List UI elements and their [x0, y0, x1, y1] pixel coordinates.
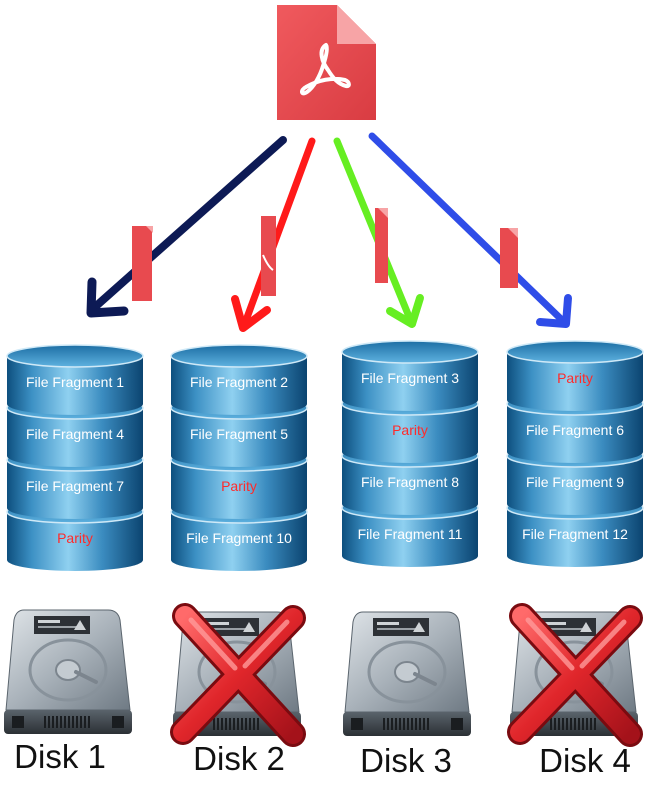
pdf-file-icon: [277, 5, 376, 120]
file-fragment-label: File Fragment 7: [26, 478, 124, 494]
arrow-to-disk-4: [368, 132, 572, 328]
fragment-segment: File Fragment 1: [6, 344, 144, 415]
hard-drive-icon: [343, 611, 471, 736]
disk-label-2: Disk 2: [193, 740, 285, 777]
parity-label: Parity: [221, 478, 257, 494]
arrow-to-disk-3: [333, 137, 424, 328]
file-fragment-label: File Fragment 2: [190, 374, 288, 390]
pdf-fragment-chip-1: [132, 226, 153, 301]
fragment-stack-disk-3: File Fragment 11 File Fragment 8 Parity Fil…: [341, 340, 479, 567]
fragment-segment: File Fragment 3: [341, 340, 479, 411]
arrow-to-disk-2: [231, 137, 316, 332]
file-fragment-label: File Fragment 10: [186, 530, 292, 546]
fragment-stack-disk-2: File Fragment 10 Parity File Fragment 5 Fil…: [170, 344, 308, 571]
fragment-segment: Parity: [506, 340, 644, 411]
arrow-to-disk-1: [86, 136, 287, 318]
file-fragment-label: File Fragment 4: [26, 426, 124, 442]
failed-drive-x-icon: [507, 603, 643, 747]
fragment-stack-disk-4: File Fragment 12 File Fragment 9 File Frag…: [506, 340, 644, 567]
failed-drive-x-icon: [170, 603, 306, 747]
file-fragment-label: File Fragment 6: [526, 422, 624, 438]
acrobat-glyph-icon: [300, 43, 351, 96]
parity-label: Parity: [57, 530, 93, 546]
file-fragment-label: File Fragment 8: [361, 474, 459, 490]
file-fragment-label: File Fragment 1: [26, 374, 124, 390]
disk-label-4: Disk 4: [539, 742, 631, 779]
hard-drive-icon: [4, 609, 132, 734]
parity-label: Parity: [557, 370, 593, 386]
pdf-fragment-chip-4: [500, 228, 518, 288]
fragment-segment: File Fragment 2: [170, 344, 308, 415]
pdf-fragment-chip-3: [375, 208, 388, 283]
file-fragment-label: File Fragment 11: [358, 526, 463, 542]
fragment-stack-disk-1: Parity File Fragment 7 File Fragment 4 File…: [6, 344, 144, 571]
file-fragment-label: File Fragment 5: [190, 426, 288, 442]
file-fragment-label: File Fragment 3: [361, 370, 459, 386]
hard-drive-icon: [170, 603, 306, 747]
file-fragment-label: File Fragment 9: [526, 474, 624, 490]
hard-drive-icon: [507, 603, 643, 747]
pdf-fragment-chip-2: [261, 216, 276, 296]
disk-label-3: Disk 3: [360, 742, 452, 779]
parity-label: Parity: [392, 422, 428, 438]
disk-label-1: Disk 1: [14, 738, 106, 775]
file-fragment-label: File Fragment 12: [522, 526, 628, 542]
